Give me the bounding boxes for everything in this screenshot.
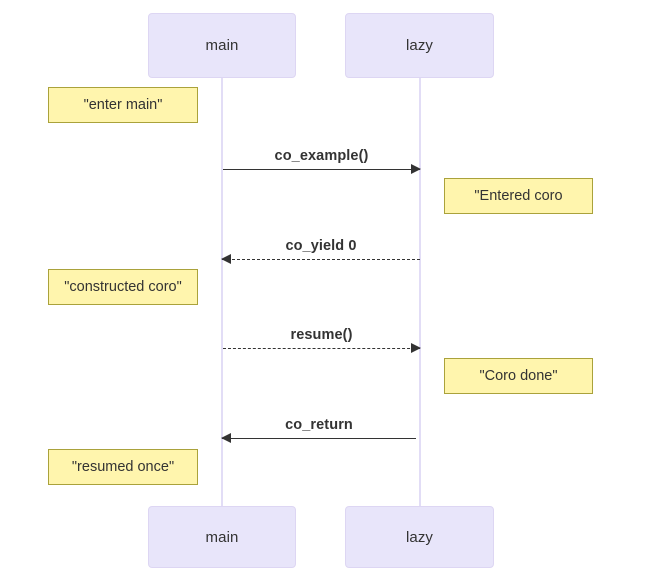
note-text: "enter main" [83, 97, 163, 113]
message-label: co_return [285, 417, 353, 433]
participant-box-main-bottom[interactable]: main [148, 506, 296, 568]
arrowhead-left-icon [221, 254, 231, 264]
arrowhead-left-icon [221, 433, 231, 443]
participant-box-main-top[interactable]: main [148, 13, 296, 78]
note-box[interactable]: "Entered coro [444, 178, 593, 214]
participant-label: main [205, 528, 239, 546]
note-box[interactable]: "constructed coro" [48, 269, 198, 305]
note-box[interactable]: "Coro done" [444, 358, 593, 394]
message-line [222, 259, 420, 260]
message-line [223, 348, 420, 349]
arrowhead-right-icon [411, 343, 421, 353]
participant-label: main [205, 37, 239, 54]
message-line [223, 169, 420, 170]
lifeline-lazy [419, 78, 421, 506]
message-label: co_example() [274, 148, 369, 164]
message-label: co_yield 0 [285, 238, 357, 254]
participant-box-lazy-bottom[interactable]: lazy [345, 506, 494, 568]
participant-label: lazy [405, 528, 434, 546]
note-text: "Entered coro [474, 188, 563, 204]
note-text: "resumed once" [71, 459, 175, 475]
note-text: "constructed coro" [64, 279, 182, 295]
message-label: resume() [290, 327, 353, 343]
lifeline-main [221, 78, 223, 506]
note-box[interactable]: "enter main" [48, 87, 198, 123]
note-box[interactable]: "resumed once" [48, 449, 198, 485]
note-text: "Coro done" [479, 368, 558, 384]
arrowhead-right-icon [411, 164, 421, 174]
message-line [222, 438, 416, 439]
participant-label: lazy [405, 37, 434, 54]
participant-box-lazy-top[interactable]: lazy [345, 13, 494, 78]
